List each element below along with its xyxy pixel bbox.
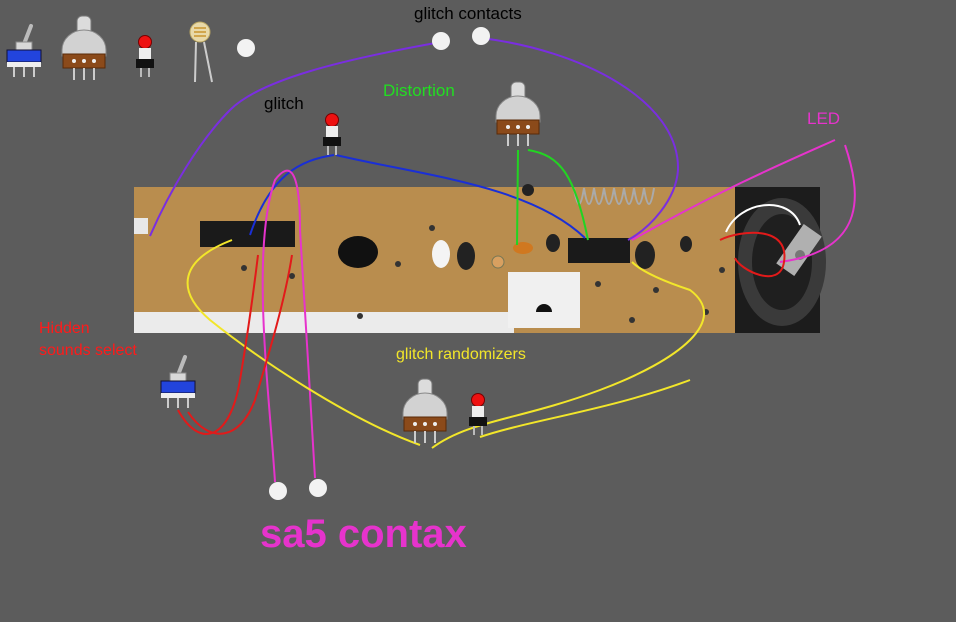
distortion-label: Distortion [383,81,455,100]
glitch-label: glitch [264,94,304,113]
photoresistor-icon [189,21,213,83]
glitch-pushbutton [322,112,342,156]
wire-magenta-sa5 [261,169,316,483]
sa5-contact-pad-2 [309,479,327,497]
wire-purple-right [480,37,680,241]
distortion-potentiometer [495,81,541,147]
pushbutton-icon [135,34,155,78]
sa5-contax-label: sa5 contax [260,512,467,556]
wire-blue [249,154,586,239]
glitch-contact-pad-1 [432,32,450,50]
sa5-contact-pad-1 [269,482,287,500]
potentiometer-icon [61,15,107,81]
glitch-contacts-label: glitch contacts [414,4,522,23]
hidden-sounds-line-1: Hidden [39,320,90,337]
wire-yellow [186,239,705,449]
hidden-sounds-select-label: Hidden sounds select [39,318,137,362]
hidden-sounds-toggle [159,355,197,410]
randomizer-potentiometer [402,378,448,444]
circuit-board [134,184,826,333]
glitch-randomizers-label: glitch randomizers [396,346,526,363]
wire-white-speaker [725,204,801,233]
wire-green [516,149,589,246]
wire-red-select [177,254,293,435]
led-label: LED [807,109,841,128]
glitch-contact-pad-2 [472,27,490,45]
wire-red-speaker [719,231,786,278]
wire-magenta-led [631,139,856,263]
wire-purple-left [149,41,442,237]
toggle-switch-icon [5,24,43,79]
wires [149,37,856,483]
hidden-sounds-line-2: sounds select [39,342,137,359]
contact-pad-icon [237,39,255,57]
